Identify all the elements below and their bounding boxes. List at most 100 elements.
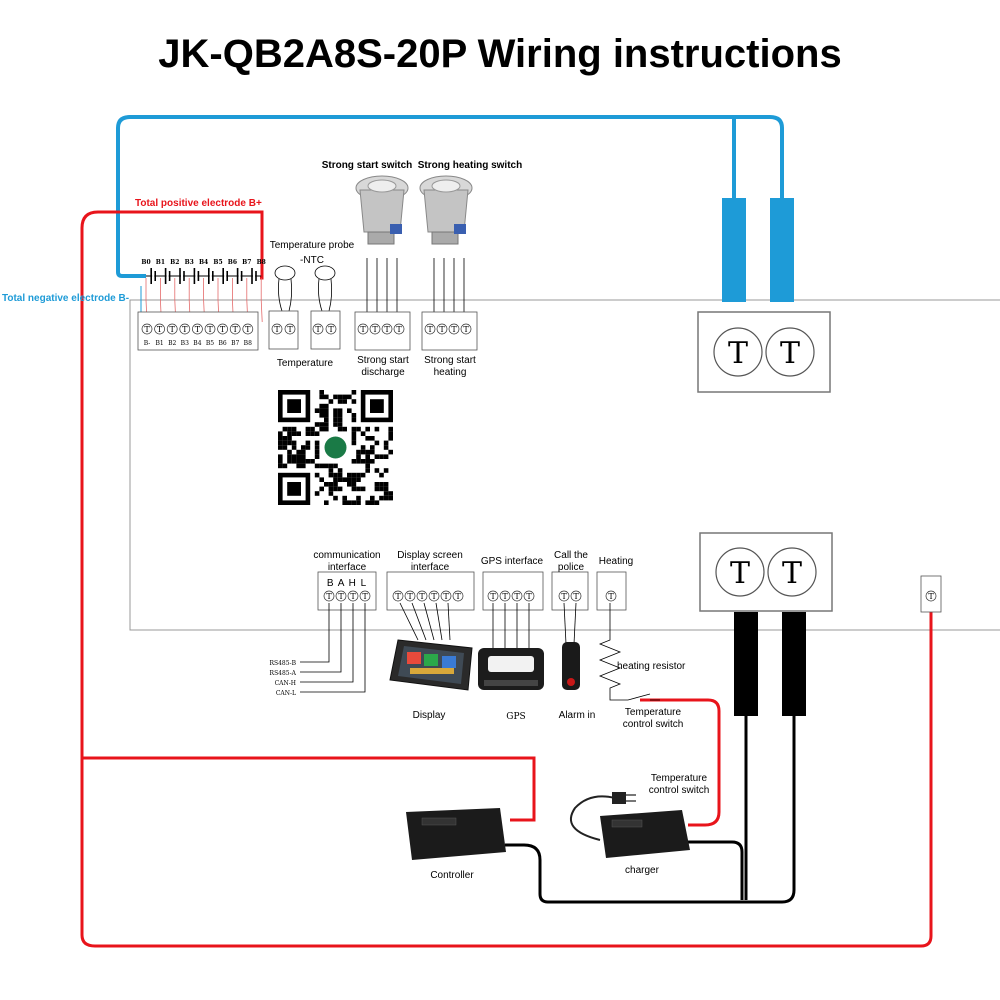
svg-text:T: T <box>360 325 366 334</box>
gps-terminal: T <box>499 590 511 602</box>
svg-text:T: T <box>195 325 201 334</box>
cell-terminal: T <box>179 323 191 335</box>
alarm-in-label: Alarm in <box>559 710 596 721</box>
temp-terminal: T <box>325 323 337 335</box>
negative-lug-2 <box>770 198 794 302</box>
svg-text:T: T <box>220 325 226 334</box>
cell-terminal-label: B- <box>144 340 151 347</box>
svg-text:T: T <box>782 556 802 591</box>
comm-terminal: T <box>347 590 359 602</box>
heating-switch-terminal: T <box>460 323 472 335</box>
gps-device-image <box>478 648 544 690</box>
svg-text:T: T <box>350 592 356 601</box>
heating-switch-terminal: T <box>436 323 448 335</box>
output-lug-1 <box>734 612 758 716</box>
cell-terminal-label: B1 <box>155 340 163 347</box>
svg-text:T: T <box>372 325 378 334</box>
svg-text:T: T <box>463 325 469 334</box>
svg-text:T: T <box>315 325 321 334</box>
gps-terminal: T <box>511 590 523 602</box>
strong-start-heating-label: Strong start <box>424 355 476 366</box>
p-minus-terminal-block: T T <box>699 532 833 612</box>
strong-start-discharge-label-2: discharge <box>361 367 405 378</box>
svg-text:T: T <box>728 336 748 371</box>
cell-terminal: T <box>229 323 241 335</box>
heating-switch-terminal: T <box>424 323 436 335</box>
heating-terminal: T <box>605 590 617 602</box>
cell-terminal-label: B4 <box>193 340 201 347</box>
svg-text:T: T <box>608 592 614 601</box>
svg-text:T: T <box>207 325 213 334</box>
call-police-label: Call the <box>554 550 588 561</box>
svg-text:T: T <box>573 592 579 601</box>
cell-terminal-label: B7 <box>231 340 239 347</box>
cell-terminal: T <box>242 323 254 335</box>
comm-line-label: RS485-B <box>269 660 296 667</box>
comm-interface-label-2: interface <box>328 562 367 573</box>
svg-text:T: T <box>490 592 496 601</box>
discharge-switch-terminal: T <box>381 323 393 335</box>
ground-wire <box>505 714 796 904</box>
strong-heating-switch-label: Strong heating switch <box>418 160 522 171</box>
qr-logo-icon <box>324 436 347 459</box>
svg-text:T: T <box>439 325 445 334</box>
heating-switch-terminal: T <box>448 323 460 335</box>
comm-pins-label: B A H L <box>327 578 367 589</box>
cell-label: B0 <box>141 259 150 266</box>
cell-terminal: T <box>217 323 228 335</box>
svg-text:T: T <box>326 592 332 601</box>
negative-lug-1 <box>722 198 746 302</box>
svg-text:T: T <box>928 592 934 601</box>
display-label: Display <box>413 710 446 721</box>
heating-interface-block <box>596 571 627 611</box>
comm-line-label: CAN-H <box>275 680 296 687</box>
svg-text:T: T <box>396 325 402 334</box>
display-terminal: T <box>416 590 428 602</box>
cell-terminal-label: B2 <box>168 340 176 347</box>
svg-text:T: T <box>419 592 425 601</box>
svg-text:T: T <box>502 592 508 601</box>
temp-terminal: T <box>271 323 283 335</box>
gps-label: GPS <box>506 712 525 722</box>
gps-interface-label: GPS interface <box>481 556 544 567</box>
svg-text:T: T <box>328 325 334 334</box>
gps-terminal: T <box>523 590 535 602</box>
output-lug-2 <box>782 612 806 716</box>
svg-text:T: T <box>170 325 176 334</box>
strong-start-switch-label: Strong start switch <box>322 160 413 171</box>
svg-text:T: T <box>561 592 567 601</box>
cell-terminal: T <box>204 323 216 335</box>
temp-probe-label: Temperature probe <box>270 240 355 251</box>
strong-start-switch-image <box>355 175 409 245</box>
temp-terminal: T <box>312 323 324 335</box>
controller-image <box>406 808 506 860</box>
temp-control-switch-label-2: control switch <box>623 719 684 730</box>
page-title: JK-QB2A8S-20P Wiring instructions <box>158 32 842 76</box>
svg-text:T: T <box>514 592 520 601</box>
output-temp-terminal: T <box>925 590 937 602</box>
bms-board <box>129 299 1000 631</box>
total-positive-label: Total positive electrode B+ <box>135 198 262 209</box>
display-terminal: T <box>452 590 464 602</box>
temperature-probes <box>268 265 341 350</box>
cell-label: B2 <box>170 259 179 266</box>
svg-text:T: T <box>157 325 163 334</box>
svg-text:T: T <box>274 325 280 334</box>
svg-text:T: T <box>287 325 293 334</box>
svg-text:T: T <box>338 592 344 601</box>
cell-terminal-label: B3 <box>181 340 189 347</box>
cell-terminal: T <box>166 323 178 335</box>
alarm-interface-block <box>551 571 589 611</box>
comm-line-label: RS485-A <box>270 670 297 677</box>
positive-wire <box>80 210 933 948</box>
discharge-switch-terminal: T <box>357 323 369 335</box>
svg-text:T: T <box>407 592 413 601</box>
svg-text:T: T <box>384 325 390 334</box>
cell-label: B4 <box>199 259 208 266</box>
svg-text:T: T <box>451 325 457 334</box>
cell-label: B8 <box>257 259 266 266</box>
svg-text:T: T <box>182 325 188 334</box>
svg-text:T: T <box>395 592 401 601</box>
